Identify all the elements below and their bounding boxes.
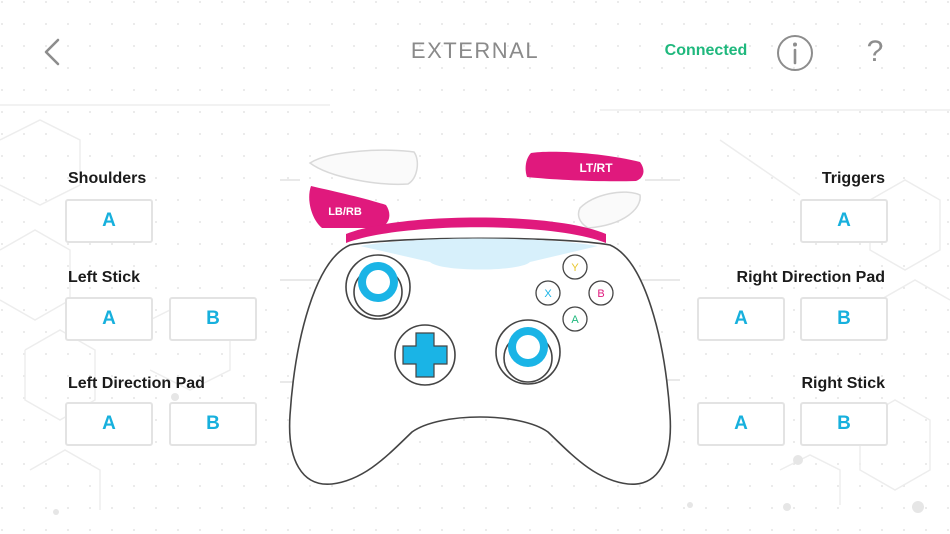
bumper-glow (360, 238, 598, 270)
face-button-a: A (571, 314, 579, 326)
right-dpad-button-b[interactable]: B (800, 297, 888, 341)
lt-rt-label: LT/RT (579, 161, 613, 175)
lt-rt-trigger-tag (525, 151, 644, 182)
lb-rb-label: LB/RB (328, 206, 362, 218)
right-stick-label: Right Stick (801, 375, 885, 392)
connection-status: Connected (664, 42, 748, 59)
face-buttons: Y X B A (535, 254, 614, 332)
left-stick-label: Left Stick (68, 269, 141, 286)
shoulders-button-a[interactable]: A (65, 199, 153, 243)
controller-illustration: LB/RB LT/RT Y X B A (280, 149, 680, 485)
info-circle-icon[interactable] (775, 33, 815, 73)
triggers-label: Triggers (821, 170, 885, 187)
help-question-icon[interactable]: ? (866, 35, 884, 68)
controller-body (288, 237, 672, 485)
right-stick (495, 319, 561, 385)
d-pad (394, 324, 456, 386)
triggers-button-a[interactable]: A (800, 199, 888, 243)
right-stick-button-b[interactable]: B (800, 402, 888, 446)
face-button-b: B (597, 288, 604, 300)
shoulders-label: Shoulders (68, 170, 147, 187)
left-stick (345, 254, 411, 320)
page-title: EXTERNAL (410, 38, 540, 63)
bumper-bar (346, 217, 606, 243)
face-button-x: X (544, 288, 552, 300)
right-stick-button-a[interactable]: A (697, 402, 785, 446)
left-stick-button-a[interactable]: A (65, 297, 153, 341)
right-dpad-label: Right Direction Pad (736, 269, 885, 286)
left-dpad-button-a[interactable]: A (65, 402, 153, 446)
back-chevron-icon[interactable] (38, 36, 70, 68)
left-stick-button-b[interactable]: B (169, 297, 257, 341)
right-dpad-button-a[interactable]: A (697, 297, 785, 341)
left-dpad-button-b[interactable]: B (169, 402, 257, 446)
face-button-y: Y (571, 262, 579, 274)
left-dpad-label: Left Direction Pad (68, 375, 205, 392)
lb-rb-shoulder-tag (309, 186, 390, 228)
